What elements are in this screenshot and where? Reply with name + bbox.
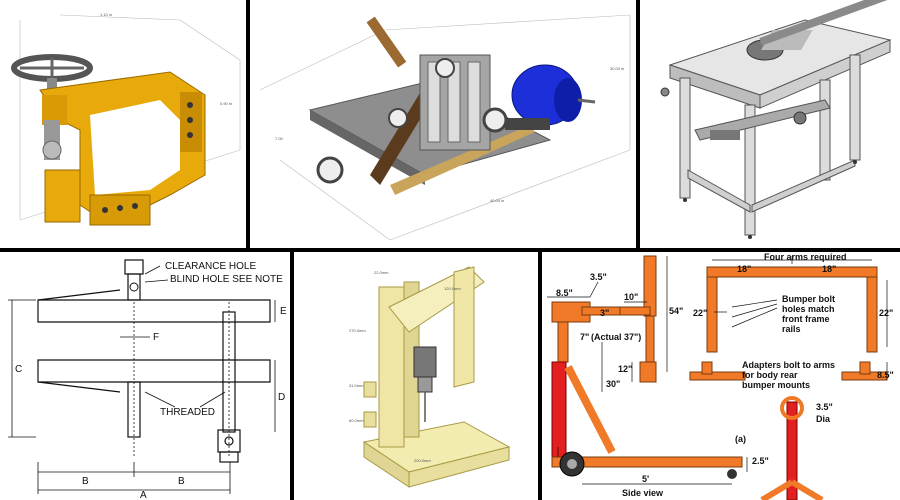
adapter-note-line3: bumper mounts [742,380,810,390]
blind-hole-label: BLIND HOLE SEE NOTE [170,274,283,285]
svg-text:120.0mm: 120.0mm [444,286,461,291]
svg-text:1.10 in: 1.10 in [100,12,112,17]
dim-85-top-label: 8.5" [556,288,573,298]
dim-7-label: 7" [580,332,589,342]
dim-e-label: E [280,306,287,317]
dim-b-left-label: B [82,476,89,487]
dim-35-top-label: 3.5" [590,272,607,282]
svg-text:7.00: 7.00 [275,136,284,141]
svg-text:200.0mm: 200.0mm [414,458,431,463]
svg-text:270.0mm: 270.0mm [349,328,366,333]
dim-18-left-label: 18" [737,264,751,274]
bumper-note-line2: holes match [782,304,835,314]
svg-text:40.00 in: 40.00 in [490,198,504,203]
dim-3-label: 3" [600,308,609,318]
svg-text:31.0mm: 31.0mm [349,383,364,388]
svg-text:30.00 in: 30.00 in [610,66,624,71]
panel-table-saw-model [640,0,900,248]
table-saw-illustration [660,0,894,239]
clearance-hole-label: CLEARANCE HOLE [165,261,256,272]
dim-54-label: 54" [669,306,683,316]
dim-10-label: 10" [624,292,638,302]
panel-cart-drawing: 8.5" 3.5" 10" 3" 54" 7" (Actual 37") 12"… [542,252,900,500]
dim-c-label: C [15,364,22,375]
threaded-label: THREADED [160,407,215,418]
drill-press-stand-illustration: 22.0mm 120.0mm 270.0mm 31.0mm 60.0mm 200… [349,266,511,488]
bumper-note-line3: front frame [782,314,830,324]
svg-text:60.0mm: 60.0mm [349,418,364,423]
dim-d-label: D [278,392,285,403]
dia-label: Dia [816,414,831,424]
panel-clamp-drawing: CLEARANCE HOLE BLIND HOLE SEE NOTE F E C… [0,252,290,500]
dim-35-dia-label: 3.5" [816,402,833,412]
four-arms-label: Four arms required [764,252,847,262]
dim-85-right-label: 8.5" [877,370,894,380]
clamp-technical-drawing: CLEARANCE HOLE BLIND HOLE SEE NOTE F E C… [8,259,287,500]
dim-b-right-label: B [178,476,185,487]
side-view-label: Side view [622,488,664,498]
panel-drill-press-stand-model: 22.0mm 120.0mm 270.0mm 31.0mm 60.0mm 200… [294,252,538,500]
yellow-clamp-illustration: 1.10 in 0.90 in [11,12,241,226]
dim-18-right-label: 18" [822,264,836,274]
dim-5ft-label: 5' [642,474,649,484]
panel-belt-grinder-model: 30.00 in 7.00 40.00 in [250,0,636,248]
actual-37-label: (Actual 37") [591,332,641,342]
dim-25-label: 2.5" [752,456,769,466]
belt-grinder-illustration: 30.00 in 7.00 40.00 in [259,14,631,241]
dim-12-label: 12" [618,364,632,374]
bumper-note-line1: Bumper bolt [782,294,835,304]
panel-yellow-clamp-model: 1.10 in 0.90 in [0,0,246,248]
dim-a-label: A [140,490,147,500]
dim-f-label: F [153,332,159,343]
adapter-note-line2: for body rear [742,370,798,380]
dim-22-left-label: 22" [693,308,707,318]
svg-text:22.0mm: 22.0mm [374,270,389,275]
adapter-note-line1: Adapters bolt to arms [742,360,835,370]
svg-text:0.90 in: 0.90 in [220,101,232,106]
dim-30-label: 30" [606,379,620,389]
bumper-note-line4: rails [782,324,801,334]
mark-a-label: (a) [735,434,746,444]
dim-22-right-label: 22" [879,308,893,318]
cart-technical-drawing: 8.5" 3.5" 10" 3" 54" 7" (Actual 37") 12"… [547,252,894,500]
